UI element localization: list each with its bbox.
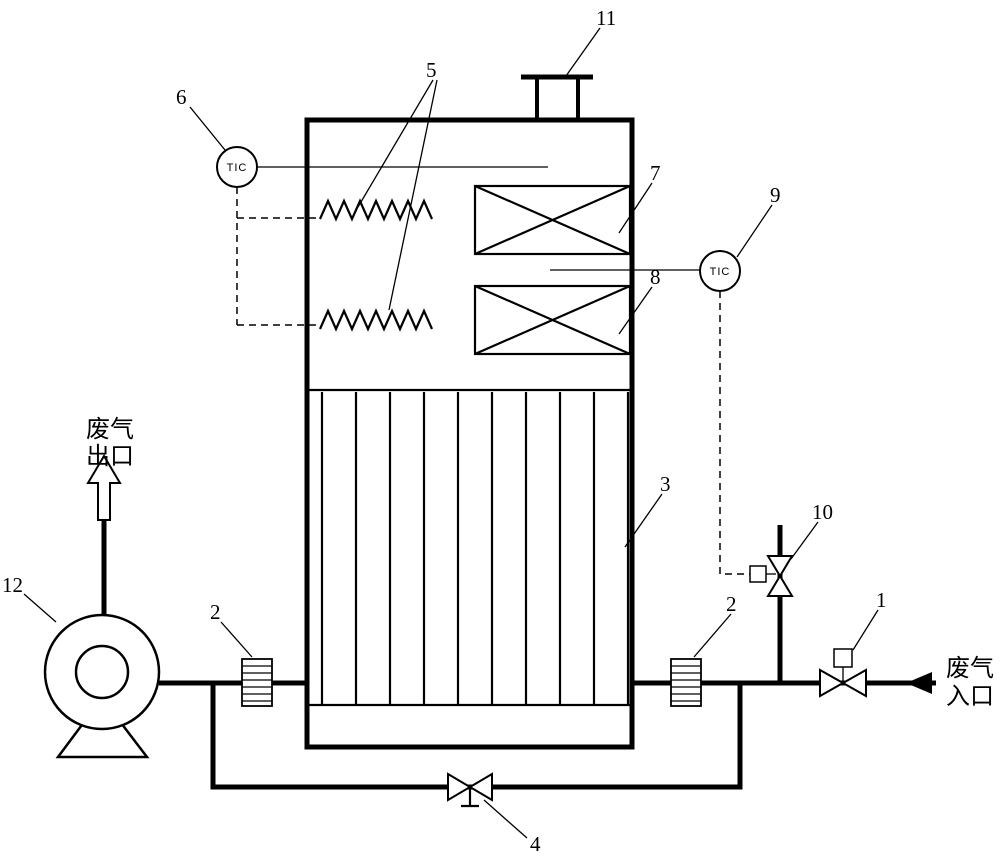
- bypass-valve-stem: [461, 789, 479, 808]
- outlet-label-line1: 废气: [86, 415, 134, 443]
- gas-outlet-stack: [535, 79, 580, 120]
- bypass-valve: [447, 772, 493, 808]
- tic-left-signal-line: [236, 187, 320, 326]
- label-3: 3: [660, 472, 671, 496]
- tower-body: [304, 117, 635, 750]
- label-7: 7: [650, 161, 661, 185]
- bypass-valve-body-left: [447, 772, 472, 802]
- filter-right-hatch: [671, 665, 701, 702]
- inlet-label-line2: 入口: [946, 682, 994, 710]
- outlet-label-line2: 出口: [86, 442, 134, 470]
- filter-right-body: [670, 658, 702, 707]
- packing-section-lower: [473, 284, 632, 356]
- packing-section-upper: [473, 184, 632, 256]
- packing-lower-cross: [474, 284, 631, 356]
- label-5: 5: [426, 58, 437, 82]
- inlet-label-line1: 废气: [946, 654, 994, 682]
- tic-left-bubble: [216, 146, 258, 188]
- label-9: 9: [770, 183, 781, 207]
- label-2-left: 2: [210, 600, 221, 624]
- tic-right-tag: TIC: [710, 266, 731, 278]
- bypass-valve-body-right: [468, 772, 493, 802]
- packing-lower-frame: [473, 284, 632, 356]
- label-4: 4: [530, 832, 541, 856]
- inlet-valve-actuator: [833, 648, 853, 668]
- control-valve-body-bottom: [766, 574, 794, 597]
- inlet-valve: [819, 648, 867, 698]
- label-1: 1: [876, 588, 887, 612]
- packing-upper-frame: [473, 184, 632, 256]
- filter-left: [241, 658, 273, 707]
- inlet-valve-body-right: [840, 668, 867, 698]
- inlet-valve-body-left: [819, 668, 846, 698]
- control-valve-positioner: [749, 565, 767, 583]
- label-10: 10: [812, 500, 833, 524]
- heater-element-lower: [318, 308, 434, 332]
- pump-impeller: [74, 644, 130, 700]
- tic-controller-right: TIC: [550, 250, 750, 575]
- tic-right-bubble: [699, 250, 741, 292]
- label-12: 12: [2, 573, 23, 597]
- tic-controller-left: TIC: [216, 146, 548, 326]
- label-6: 6: [176, 85, 187, 109]
- filter-right: [670, 658, 702, 707]
- control-valve-body-top: [766, 555, 794, 578]
- control-valve: [749, 555, 794, 597]
- packing-upper-cross: [474, 184, 631, 256]
- filter-left-body: [241, 658, 273, 707]
- inlet-flow-arrow: [906, 672, 932, 694]
- label-11: 11: [596, 6, 616, 30]
- heater-element-upper: [318, 198, 434, 222]
- label-8: 8: [650, 265, 661, 289]
- filter-left-hatch: [242, 665, 272, 702]
- label-leader-lines: [23, 27, 879, 839]
- tic-left-tag: TIC: [227, 162, 248, 174]
- outlet-arrow: [86, 454, 122, 521]
- tic-right-signal-line: [719, 291, 750, 575]
- pump: [43, 613, 161, 759]
- label-2-right: 2: [726, 592, 737, 616]
- tube-bundle: [307, 392, 632, 707]
